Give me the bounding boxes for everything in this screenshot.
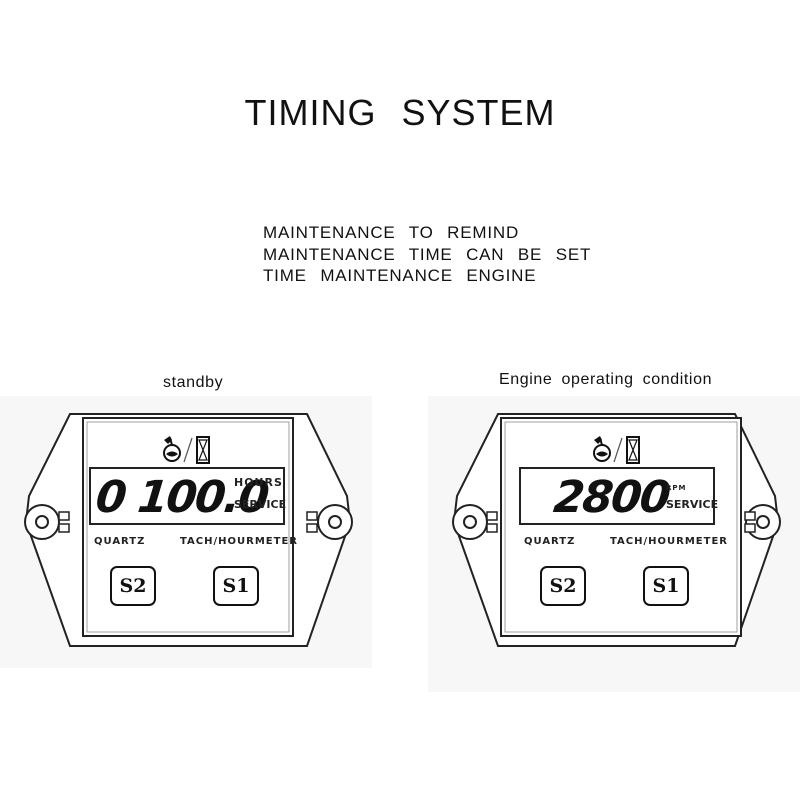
s2-button[interactable]: S2 (540, 566, 586, 606)
wrench-oil-icon (163, 436, 193, 463)
lcd-unit-rpm: RPM (666, 484, 687, 492)
s1-button[interactable]: S1 (643, 566, 689, 606)
device-body-outline (24, 413, 353, 647)
hourglass-icon (626, 436, 640, 464)
hourmeter-device-standby: 0 100.0 HOURS SERVICE QUARTZ TACH/HOURME… (0, 396, 372, 696)
s2-button[interactable]: S2 (110, 566, 156, 606)
s1-button[interactable]: S1 (213, 566, 259, 606)
standby-caption: standby (163, 374, 224, 391)
page-title: TIMING SYSTEM (244, 92, 556, 133)
description-line-3: TIME MAINTENANCE ENGINE (263, 266, 537, 285)
hourmeter-device-running: 2800 RPM SERVICE QUARTZ TACH/HOURMETER S… (428, 396, 800, 696)
lcd-value: 2800 (551, 472, 672, 523)
lcd-unit-hours: HOURS (234, 476, 283, 489)
description-line-2: MAINTENANCE TIME CAN BE SET (263, 244, 592, 264)
brand-tach-hourmeter: TACH/HOURMETER (180, 536, 298, 547)
engine-operating-caption: Engine operating condition (499, 371, 713, 388)
wrench-oil-icon (593, 436, 623, 463)
brand-tach-hourmeter: TACH/HOURMETER (610, 536, 728, 547)
description-block: MAINTENANCE TO REMIND MAINTENANCE TIME C… (263, 222, 591, 287)
brand-quartz: QUARTZ (94, 536, 146, 547)
description-line-1: MAINTENANCE TO REMIND (263, 223, 520, 242)
brand-quartz: QUARTZ (524, 536, 576, 547)
lcd-unit-service: SERVICE (234, 498, 287, 511)
lcd-unit-service: SERVICE (666, 498, 719, 511)
hourglass-icon (196, 436, 210, 464)
